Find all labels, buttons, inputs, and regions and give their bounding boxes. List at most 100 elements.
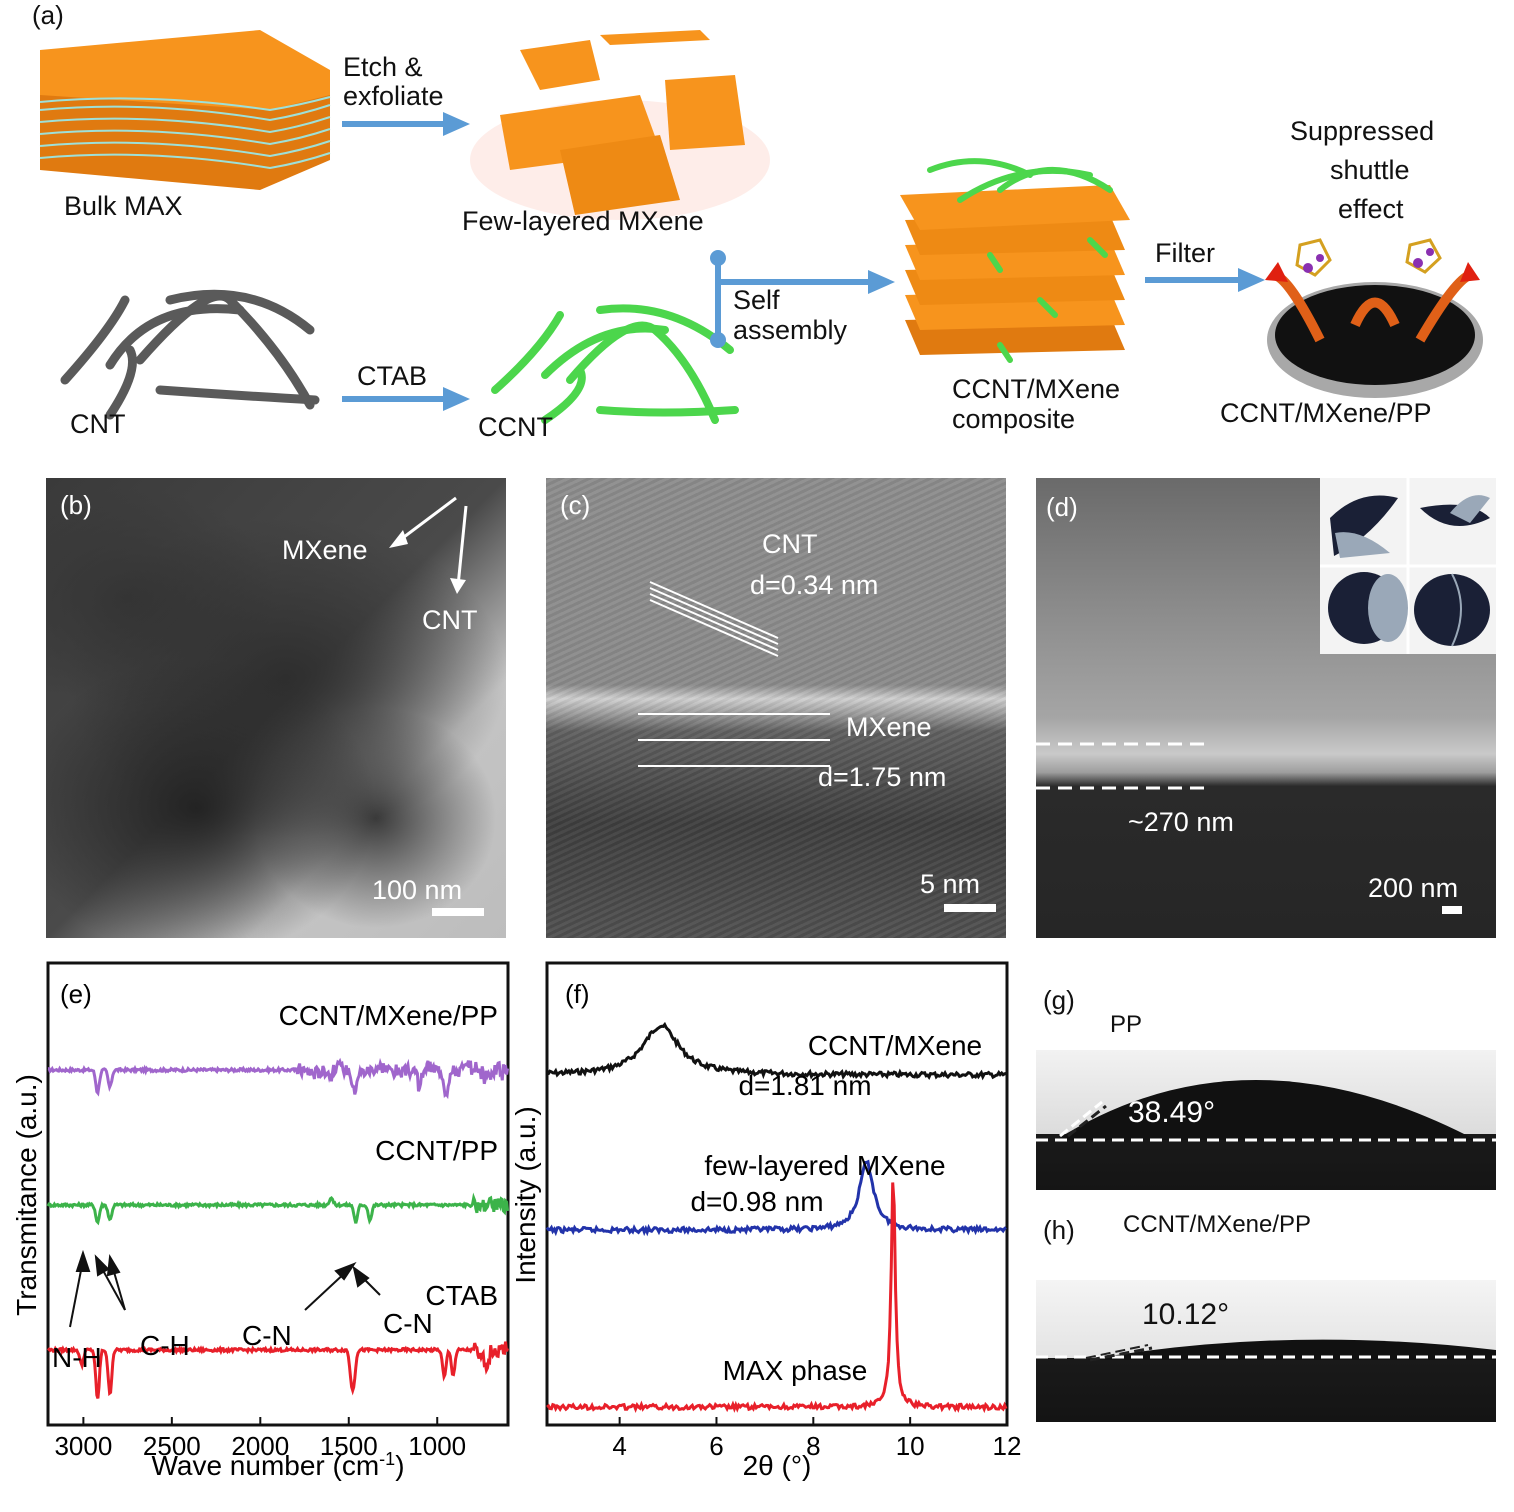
panel-g-droplet-image: 38.49°: [1036, 1050, 1496, 1190]
cnt-bundle: [60, 289, 320, 420]
panel-a-label: (a): [32, 0, 64, 30]
label-final: CCNT/MXene/PP: [1220, 398, 1432, 428]
label-few-layered: Few-layered MXene: [462, 206, 704, 236]
panel-g-angle: 38.49°: [1128, 1096, 1216, 1129]
panel-d-photo-inset: [1320, 478, 1496, 654]
chart-f-panel-label: (f): [565, 979, 590, 1009]
inset-photos: [1320, 478, 1496, 654]
panel-b-scale-label: 100 nm: [372, 875, 463, 905]
panel-b-tem-image: (b) MXene CNT 100 nm: [46, 478, 506, 938]
chart-f-series-line: [546, 1182, 1008, 1414]
label-self: Self: [733, 285, 780, 315]
label-bulk-max: Bulk MAX: [64, 191, 183, 221]
panel-b-arrows: [389, 496, 468, 594]
chart-e-series-label: CTAB: [425, 1280, 498, 1311]
chart-f-series-label: few-layered MXene: [704, 1150, 945, 1181]
chart-e-annotations: [69, 1249, 381, 1328]
chart-e-frame: [46, 961, 510, 1427]
panel-b-scalebar: [432, 908, 484, 916]
self-assembly-bracket: [710, 250, 895, 348]
panel-d-thickness-lines: [1036, 742, 1206, 790]
chart-f-frame: [545, 961, 1009, 1427]
chart-f-xlabel: 2θ (°): [743, 1450, 812, 1481]
chart-f-ylabel: Intensity (a.u.): [510, 1106, 541, 1283]
panel-g-sample-label: PP: [1110, 1011, 1143, 1038]
panel-h-droplet-image: 10.12°: [1036, 1280, 1496, 1422]
chart-e-ftir: (e) CCNT/MXene/PP CCNT/PP CTAB 3000 2500 200…: [11, 961, 510, 1481]
label-exfoliate: exfoliate: [343, 81, 444, 111]
chart-e-annotation: C-H: [140, 1330, 190, 1361]
label-effect: effect: [1338, 194, 1404, 224]
chart-f-xrd: (f) CCNT/MXene d=1.81 nm few-layered MXene…: [510, 961, 1021, 1481]
panel-h-droplet: [1036, 1339, 1496, 1362]
panel-g-droplet: [1036, 1080, 1496, 1142]
panel-h-sample-label: CCNT/MXene/PP: [1123, 1211, 1312, 1238]
panel-c-fringe-lines: [638, 581, 830, 767]
panel-c-scalebar: [944, 904, 996, 912]
chart-f-series-line: [545, 1159, 1007, 1237]
chart-e-xtick-label: 1500: [320, 1431, 378, 1461]
panel-c-scale-label: 5 nm: [920, 869, 981, 899]
chart-e-series-label: CCNT/PP: [375, 1135, 498, 1166]
label-filter: Filter: [1155, 238, 1215, 268]
chart-e-annotation: C-N: [383, 1308, 433, 1339]
panel-c-mxene-spacing: d=1.75 nm: [818, 762, 947, 792]
panel-b-mxene-label: MXene: [282, 535, 368, 565]
composite-stack: [900, 158, 1130, 363]
panel-d-label: (d): [1046, 492, 1078, 522]
chart-f-series-spacing: d=0.98 nm: [690, 1186, 823, 1217]
label-cnt: CNT: [70, 409, 126, 439]
chart-e-xtick-label: 2000: [231, 1431, 289, 1461]
chart-e-annotation: C-N: [242, 1320, 292, 1351]
chart-e-ylabel: Transmitance (a.u.): [11, 1074, 42, 1316]
panel-c-mxene-label: MXene: [846, 712, 932, 742]
chart-f-series-label: CCNT/MXene: [808, 1030, 982, 1061]
chart-e-xtick-label: 1000: [408, 1431, 466, 1461]
label-ctab: CTAB: [357, 361, 428, 391]
chart-e-series-label: CCNT/MXene/PP: [279, 1000, 498, 1031]
chart-f-xtick-label: 10: [896, 1431, 925, 1461]
label-composite-1: CCNT/MXene: [952, 374, 1121, 404]
chart-e-xlabel: Wave number (cm-1): [151, 1449, 404, 1481]
panel-h-label: (h): [1043, 1215, 1075, 1245]
panel-c-label: (c): [560, 490, 591, 520]
panel-b-label: (b): [60, 490, 92, 520]
panel-c-cnt-spacing: d=0.34 nm: [750, 570, 879, 600]
chart-e-series-line: [46, 1341, 510, 1399]
panel-c-cnt-label: CNT: [762, 529, 818, 559]
chart-e-series-line: [47, 1057, 510, 1100]
label-suppressed: Suppressed: [1290, 116, 1435, 146]
schematic-graphic: [39, 30, 1483, 424]
label-assembly: assembly: [733, 315, 848, 345]
chart-f-xtick-label: 8: [806, 1431, 820, 1461]
label-shuttle: shuttle: [1330, 155, 1410, 185]
separator-disk: [1265, 238, 1483, 398]
panel-d-scalebar: [1442, 906, 1462, 914]
panel-g-label: (g): [1043, 985, 1075, 1015]
panel-d-sem-image: (d) ~270 nm 200 nm: [1036, 478, 1496, 938]
label-composite-2: composite: [952, 404, 1076, 434]
panel-h-angle: 10.12°: [1142, 1298, 1230, 1331]
panel-d-thickness-label: ~270 nm: [1128, 807, 1234, 837]
etch-arrow: [342, 112, 470, 136]
chart-f-series-label: MAX phase: [723, 1355, 868, 1386]
panel-d-scale-label: 200 nm: [1368, 873, 1459, 903]
label-ccnt: CCNT: [478, 412, 553, 442]
ccnt-bundle: [491, 304, 739, 424]
filter-arrow: [1145, 268, 1265, 292]
chart-f-xtick-label: 6: [709, 1431, 723, 1461]
chart-e-panel-label: (e): [60, 979, 92, 1009]
panel-c-hrtem-image: (c) CNT d=0.34 nm MXene d=1.75 nm 5 nm: [546, 478, 1006, 938]
chart-f-series-spacing: d=1.81 nm: [738, 1070, 871, 1101]
chart-e-annotation: N-H: [52, 1342, 102, 1373]
bulk-max-stack: [39, 30, 331, 190]
chart-e-xtick-label: 2500: [143, 1431, 201, 1461]
chart-e-xtick-label: 3000: [54, 1431, 112, 1461]
chart-f-series-line: [546, 1021, 1007, 1081]
panel-b-cnt-label: CNT: [422, 605, 478, 635]
chart-e-series-line: [46, 1192, 510, 1226]
ctab-arrow: [342, 387, 470, 411]
mxene-flakes: [470, 30, 770, 220]
chart-f-xtick-label: 4: [612, 1431, 626, 1461]
label-etch: Etch &: [343, 52, 423, 82]
